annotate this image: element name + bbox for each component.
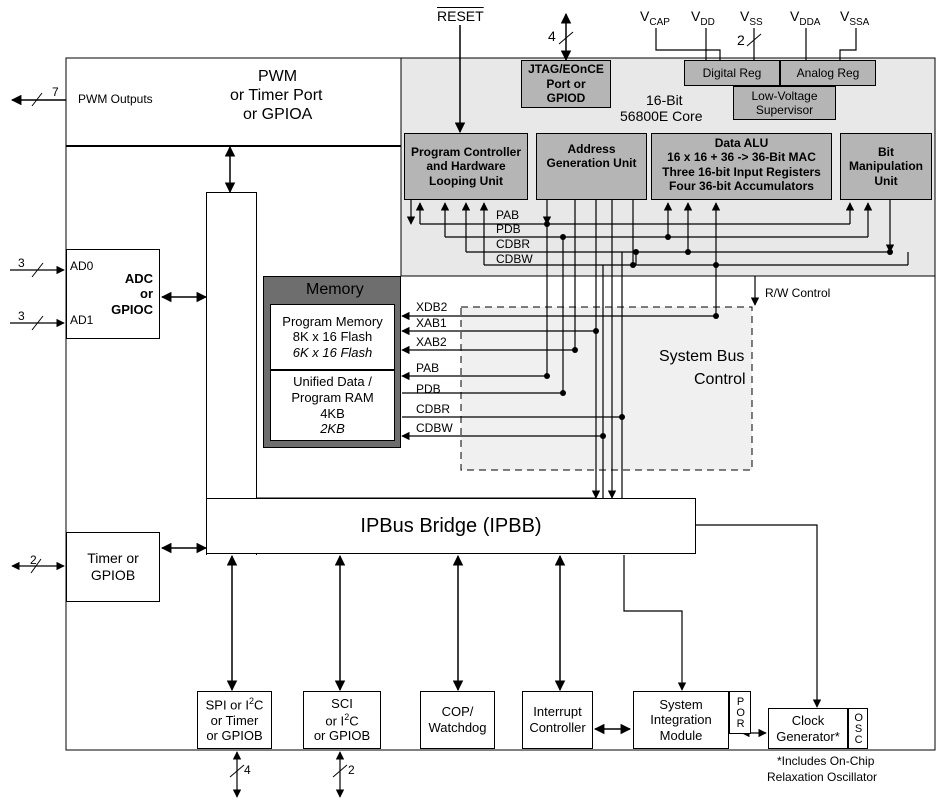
core-title-line1: 16-Bit [646, 92, 683, 108]
sci-pin-count: 2 [348, 763, 355, 777]
spi-pin-count: 4 [244, 763, 251, 777]
cop-watchdog-block: COP/Watchdog [420, 691, 495, 749]
vcap-pin-label: VCAP [640, 8, 670, 28]
vssa-pin-label: VSSA [840, 8, 870, 28]
ad0-label: AD0 [70, 259, 94, 273]
pwm-outputs-label: PWM Outputs [78, 92, 153, 106]
pwm-title-line3: or GPIOA [243, 106, 313, 123]
vdda-pin-label: VDDA [790, 8, 821, 28]
mem-bus-label-cdbr: CDBR [416, 402, 451, 416]
jtag-pin-count: 4 [548, 28, 556, 44]
system-bus-region [460, 306, 753, 471]
adc-block: ADC or GPIOC [66, 249, 160, 339]
ipbus-bridge-block: IPBus Bridge (IPBB) [206, 498, 696, 554]
ad1-label: AD1 [70, 313, 94, 327]
ad1-pin-count: 3 [18, 309, 25, 323]
mem-bus-label-xab2: XAB2 [416, 335, 447, 349]
timerb-pin-count: 2 [30, 553, 37, 567]
analog-reg-block: Analog Reg [780, 60, 876, 86]
core-bus-label-cdbr: CDBR [496, 237, 531, 251]
vdd-pin-label: VDD [691, 8, 715, 28]
ad0-pin-count: 3 [18, 256, 25, 270]
ipbus-spine [206, 192, 257, 555]
por-block: POR [729, 691, 751, 734]
vss-pin-label: VSS [740, 8, 763, 28]
footnote-line1: *Includes On-Chip [777, 754, 875, 768]
reset-pin-label: RESET [437, 8, 484, 24]
osc-block: OSC [848, 708, 868, 749]
pwm-pin-count: 7 [52, 85, 59, 99]
sci-i2c-block: SCI or I2C or GPIOB [303, 691, 381, 749]
memory-title: Memory [306, 281, 364, 298]
pwm-title-line1: PWM [258, 68, 298, 85]
mem-bus-label-xab1: XAB1 [416, 316, 447, 330]
system-bus-label-line1: System Bus [659, 348, 745, 365]
system-bus-label-line2: Control [694, 371, 746, 388]
mem-bus-label-pab: PAB [416, 361, 440, 375]
mem-bus-label-cdbw: CDBW [416, 421, 453, 435]
core-bus-label-pdb: PDB [496, 222, 521, 236]
core-bus-label-pab: PAB [496, 208, 520, 222]
digital-reg-block: Digital Reg [684, 60, 780, 86]
core-title-line2: 56800E Core [620, 108, 703, 124]
pwm-title-line2: or Timer Port [230, 87, 323, 104]
mem-bus-label-xdb2: XDB2 [416, 300, 448, 314]
rw-control-label: R/W Control [765, 286, 831, 300]
footnote-line2: Relaxation Oscillator [767, 770, 878, 784]
core-bus-label-cdbw: CDBW [496, 252, 533, 266]
mem-bus-label-pdb: PDB [416, 382, 441, 396]
vss-pin-count: 2 [737, 32, 745, 48]
